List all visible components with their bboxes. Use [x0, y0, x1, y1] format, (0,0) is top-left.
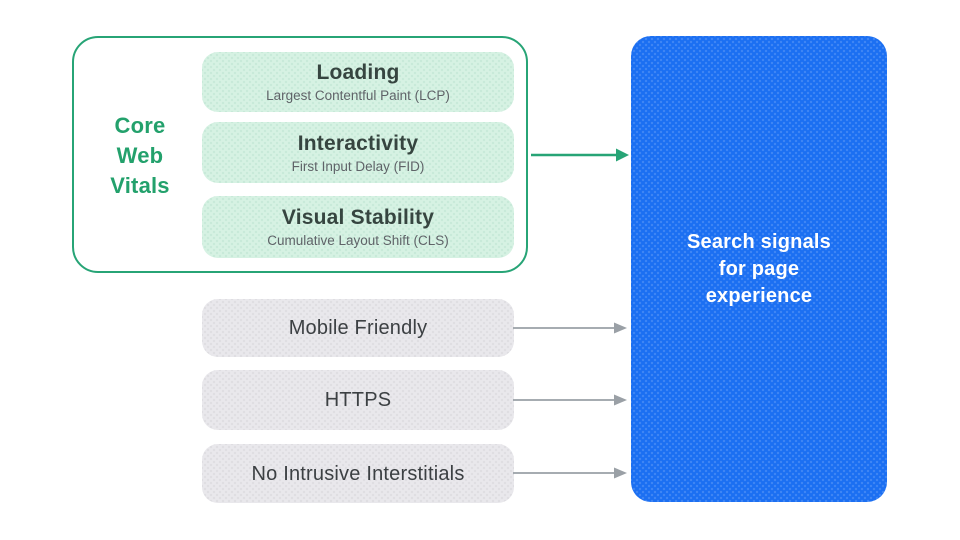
- search-signals-panel: Search signals for page experience: [631, 36, 887, 502]
- signal-card-no-intrusive-interstitials: No Intrusive Interstitials: [202, 444, 514, 503]
- gray-arrow-right-icon: [513, 467, 627, 479]
- vital-card-interactivity: Interactivity First Input Delay (FID): [202, 122, 514, 183]
- vital-card-visual-stability: Visual Stability Cumulative Layout Shift…: [202, 196, 514, 258]
- signal-card-mobile-friendly: Mobile Friendly: [202, 299, 514, 357]
- signal-card-label: No Intrusive Interstitials: [251, 462, 465, 485]
- vital-card-title: Interactivity: [297, 131, 419, 155]
- gray-arrow-right-icon: [513, 322, 627, 334]
- vital-card-subtitle: Cumulative Layout Shift (CLS): [267, 233, 449, 248]
- signal-card-https: HTTPS: [202, 370, 514, 430]
- gray-arrow-right-icon: [513, 394, 627, 406]
- signal-card-label: Mobile Friendly: [288, 317, 428, 339]
- vital-card-title: Loading: [316, 61, 400, 84]
- core-web-vitals-label: Core Web Vitals: [110, 112, 170, 198]
- vital-card-loading: Loading Largest Contentful Paint (LCP): [202, 52, 514, 112]
- green-arrow-right-icon: [531, 148, 629, 162]
- vital-card-title: Visual Stability: [281, 206, 435, 229]
- search-signals-label: Search signals for page experience: [687, 230, 831, 307]
- vital-card-subtitle: First Input Delay (FID): [291, 158, 425, 174]
- signal-card-label: HTTPS: [324, 389, 392, 411]
- vital-card-subtitle: Largest Contentful Paint (LCP): [266, 88, 450, 103]
